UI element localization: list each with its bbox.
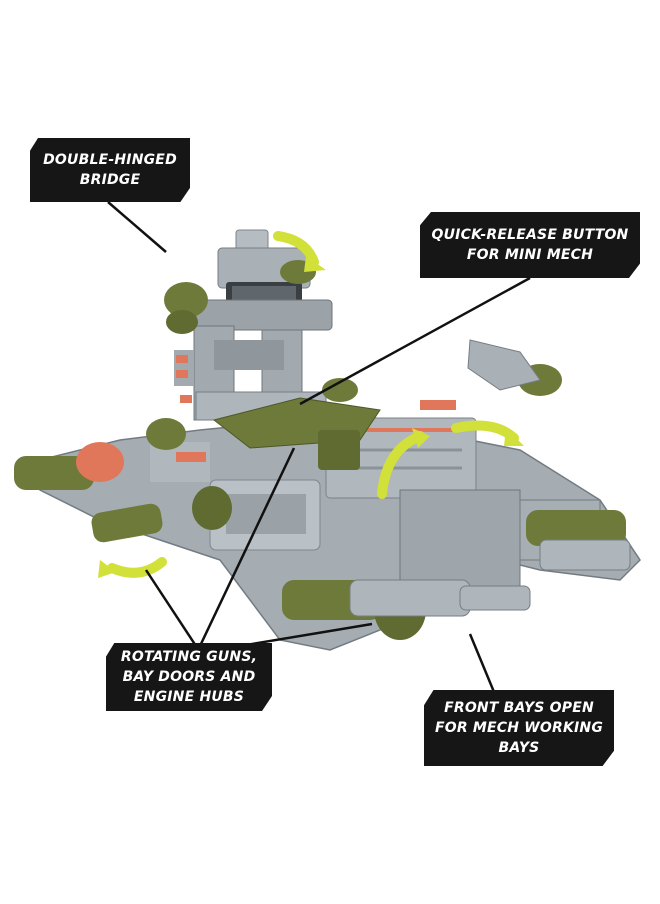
arrow-heads	[98, 256, 524, 578]
callout-line: FOR MECH WORKING	[434, 720, 604, 736]
bridge-tower	[164, 229, 333, 421]
callout-line: ROTATING GUNS,	[120, 649, 258, 665]
callout-line: BAY DOORS AND	[122, 669, 256, 685]
callout-front-bays: FRONT BAYS OPEN FOR MECH WORKING BAYS	[424, 690, 614, 766]
cannons	[349, 339, 631, 617]
main-hull	[39, 400, 641, 651]
leader-lines	[107, 201, 531, 693]
green-armor-parts	[14, 364, 626, 640]
callout-line: FRONT BAYS OPEN	[444, 700, 594, 716]
callout-line: DOUBLE-HINGED	[43, 152, 177, 168]
callout-quick-release-button: QUICK-RELEASE BUTTON FOR MINI MECH	[420, 212, 640, 278]
callout-double-hinged-bridge: DOUBLE-HINGED BRIDGE	[30, 138, 190, 202]
callout-line: ENGINE HUBS	[133, 689, 245, 705]
callout-rotating-guns: ROTATING GUNS, BAY DOORS AND ENGINE HUBS	[106, 643, 272, 711]
callout-line: FOR MINI MECH	[466, 247, 594, 263]
callout-line: BRIDGE	[79, 172, 141, 188]
callout-line: QUICK-RELEASE BUTTON	[431, 227, 629, 243]
callout-line: BAYS	[498, 740, 540, 756]
